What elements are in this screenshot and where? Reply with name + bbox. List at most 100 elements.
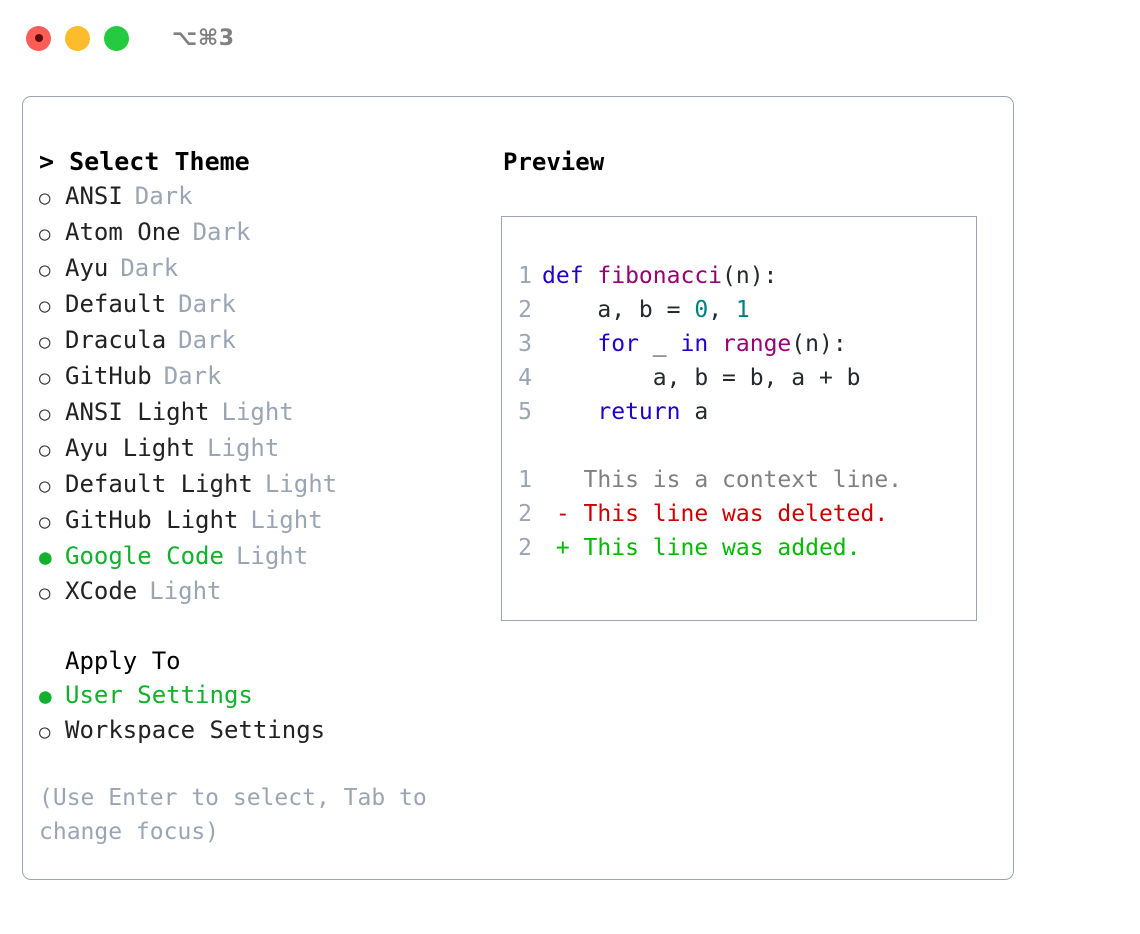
code-token-num: 0 (694, 297, 709, 323)
radio-unselected-icon: ○ (39, 475, 51, 497)
code-line-text: a, b = b, a + b (542, 361, 861, 395)
code-line: 5 return a (502, 395, 976, 429)
radio-unselected-icon: ○ (39, 439, 51, 461)
diff-sample: 1 This is a context line. 2 - This line w… (502, 463, 976, 565)
window-title: ⌥⌘3 (172, 25, 235, 51)
code-token-fn: range (722, 331, 792, 357)
theme-variant-tag: Dark (163, 362, 222, 390)
code-line: 3 for _ in range(n): (502, 327, 976, 361)
theme-option[interactable]: ○ Ayu Light Light (39, 431, 501, 467)
apply-to-option[interactable]: ● User Settings (39, 678, 501, 713)
radio-selected-icon: ● (39, 545, 52, 569)
code-token-pl (542, 331, 597, 357)
code-token-pl: (n): (791, 331, 847, 357)
theme-option[interactable]: ○ Atom One Dark (39, 215, 501, 251)
theme-variant-tag: Light (149, 577, 222, 605)
close-button[interactable] (26, 25, 51, 51)
code-token-kw: for (597, 331, 639, 357)
radio-unselected-icon: ○ (39, 582, 51, 604)
line-number: 2 (518, 501, 532, 527)
code-token-pl: a, b = b, a + b (542, 365, 861, 391)
theme-option[interactable]: ○ XCode Light (39, 574, 501, 610)
code-token-pl: , (708, 297, 736, 323)
spacer (39, 610, 501, 644)
theme-option-label: Atom One (65, 218, 181, 246)
theme-option-label: ANSI (65, 182, 123, 210)
theme-option[interactable]: ○ ANSI Light Light (39, 395, 501, 431)
theme-option[interactable]: ● Google Code Light (39, 539, 501, 574)
radio-unselected-icon: ○ (39, 223, 51, 245)
apply-to-option[interactable]: ○ Workspace Settings (39, 713, 501, 749)
code-line: 4 a, b = b, a + b (502, 361, 976, 395)
theme-option[interactable]: ○ Default Light Light (39, 467, 501, 503)
theme-option-label: Google Code (65, 542, 224, 570)
theme-variant-tag: Light (221, 398, 294, 426)
line-number: 2 (518, 297, 532, 323)
theme-option[interactable]: ○ Default Dark (39, 287, 501, 323)
code-token-pl: a (680, 399, 709, 425)
code-line-text: def fibonacci(n): (542, 259, 777, 293)
preview-heading: Preview (503, 148, 605, 176)
radio-unselected-icon: ○ (39, 721, 51, 743)
radio-unselected-icon: ○ (39, 367, 51, 389)
code-line-text: for _ in range(n): (542, 327, 847, 361)
diff-line: 2 - This line was deleted. (502, 497, 976, 531)
line-number: 1 (518, 467, 532, 493)
theme-option-label: Default Light (65, 470, 253, 498)
code-token-pl: (n): (722, 263, 778, 289)
radio-unselected-icon: ○ (39, 511, 51, 533)
maximize-button[interactable] (104, 25, 129, 51)
code-token-pl (708, 331, 722, 357)
apply-to-option-label: User Settings (65, 681, 253, 709)
code-line: 2 a, b = 0, 1 (502, 293, 976, 327)
diff-line-text: + This line was added. (542, 535, 861, 561)
line-number: 5 (518, 399, 532, 425)
theme-variant-tag: Light (207, 434, 280, 462)
theme-option-label: Default (65, 290, 167, 318)
code-token-kw: in (680, 331, 709, 357)
theme-option-label: XCode (65, 577, 138, 605)
apply-to-heading: Apply To (65, 647, 181, 675)
radio-unselected-icon: ○ (39, 403, 51, 425)
theme-variant-tag: Light (264, 470, 338, 498)
apply-to-option-list[interactable]: ● User Settings ○ Workspace Settings (39, 678, 501, 749)
diff-line-text: - This line was deleted. (542, 501, 889, 527)
radio-unselected-icon: ○ (39, 295, 51, 317)
radio-unselected-icon: ○ (39, 331, 51, 353)
minimize-button[interactable] (65, 25, 90, 51)
code-token-kw: def (542, 263, 598, 289)
code-token-pl: _ (638, 331, 681, 357)
line-number: 4 (518, 365, 532, 391)
diff-line: 2 + This line was added. (502, 531, 976, 565)
code-token-pl: a, b = (542, 297, 695, 323)
diff-line-text: This is a context line. (542, 467, 903, 493)
theme-option-label: GitHub Light (65, 506, 239, 534)
theme-variant-tag: Dark (134, 182, 193, 210)
theme-option-label: ANSI Light (65, 398, 210, 426)
theme-option[interactable]: ○ GitHub Light Light (39, 503, 501, 539)
line-number: 3 (518, 331, 532, 357)
keyboard-hint: (Use Enter to select, Tab to change focu… (39, 785, 441, 845)
theme-option-label: Ayu (65, 254, 109, 282)
code-token-kw: return (597, 399, 681, 425)
select-theme-heading: > Select Theme (39, 147, 250, 176)
theme-option-label: Ayu Light (65, 434, 196, 462)
theme-variant-tag: Dark (120, 254, 179, 282)
apply-to-option-label: Workspace Settings (65, 716, 326, 744)
theme-variant-tag: Dark (178, 290, 236, 318)
theme-variant-tag: Light (235, 542, 309, 570)
theme-variant-tag: Light (250, 506, 323, 534)
theme-variant-tag: Dark (178, 326, 236, 354)
theme-variant-tag: Dark (192, 218, 251, 246)
radio-selected-icon: ● (39, 684, 52, 708)
